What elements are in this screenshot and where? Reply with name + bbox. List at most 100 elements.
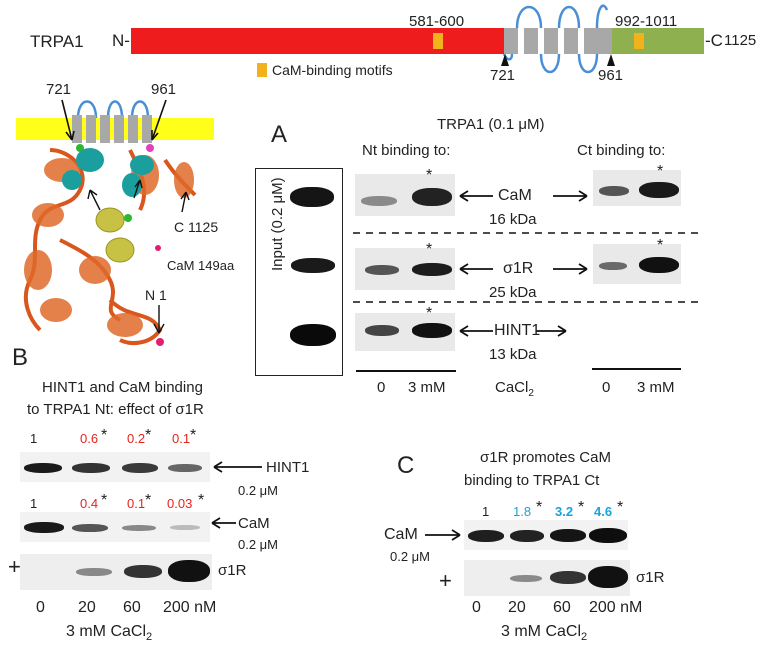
panel-a-title: TRPA1 (0.1 μM)	[437, 116, 545, 133]
b-hint1-label: HINT1	[266, 459, 310, 476]
structure-961-label: 961	[151, 81, 177, 98]
input-band-s1r	[291, 258, 335, 273]
b-cam-star-1: *	[101, 492, 108, 509]
c-terminus-label: -C	[705, 31, 723, 50]
c-val-3: 4.6	[594, 504, 613, 519]
b-hint1-val-2: 0.2	[127, 431, 146, 446]
c-length-label: 1125	[724, 32, 757, 49]
b-lane-2: 60	[123, 599, 141, 616]
input-band-cam	[290, 187, 334, 207]
panel-c-letter: C	[397, 452, 415, 479]
c-lane-2: 60	[553, 599, 571, 616]
n-terminus-label: N-	[112, 31, 130, 50]
star-nt-cam: *	[426, 167, 433, 184]
b-cam-blot	[20, 512, 210, 542]
nt-heading: Nt binding to:	[362, 142, 451, 159]
c-val-0: 1	[482, 504, 490, 519]
motif1-label: 581-600	[409, 13, 465, 30]
b-hint1-conc: 0.2 μM	[238, 483, 279, 498]
ct-domain-bar	[612, 28, 704, 54]
b-lane-1: 20	[78, 599, 96, 616]
b-cam-val-3: 0.03	[167, 496, 193, 511]
c-val-1: 1.8	[513, 504, 532, 519]
c-s1r-blot	[464, 560, 630, 596]
c-val-2: 3.2	[555, 504, 574, 519]
b-hint1-val-3: 0.1	[172, 431, 191, 446]
star-nt-hint1: *	[426, 305, 433, 322]
motif2-label: 992-1011	[615, 13, 678, 30]
b-cam-star-3: *	[198, 492, 205, 509]
cam-motif-nt	[433, 33, 443, 49]
input-box	[255, 168, 343, 376]
structure-721-label: 721	[46, 81, 72, 98]
c-lane-3: 200 nM	[589, 599, 643, 616]
a-cacl-label: CaCl2	[495, 379, 534, 399]
legend-swatch	[257, 63, 267, 77]
b-lane-3: 200 nM	[163, 599, 217, 616]
panel-b-title-2: to TRPA1 Nt: effect of σ1R	[27, 401, 204, 418]
c-cam-conc: 0.2 μM	[390, 549, 431, 564]
b-cam-val-2: 0.1	[127, 496, 146, 511]
tm-end-label: 961	[598, 67, 624, 84]
panel-b-letter: B	[12, 344, 29, 371]
b-footer: 3 mM CaCl2	[66, 623, 153, 644]
row-cam-name: CaM	[498, 187, 532, 204]
ct-s1r-blot	[593, 244, 681, 284]
b-cam-label: CaM	[238, 515, 270, 532]
c-star-1: *	[536, 499, 543, 516]
panel-b-title-1: HINT1 and CaM binding	[42, 379, 203, 396]
input-band-hint1	[290, 324, 336, 346]
a-lane-0: 0	[377, 379, 386, 396]
star-nt-s1r: *	[426, 241, 433, 258]
ct-heading: Ct binding to:	[577, 142, 666, 159]
c-cam-blot	[464, 520, 628, 550]
panel-c-title-2: binding to TRPA1 Ct	[464, 472, 600, 489]
b-cam-val-0: 1	[30, 496, 38, 511]
c-plus-sign: +	[439, 568, 452, 593]
b-lane-0: 0	[36, 599, 45, 616]
ct-cam-blot	[593, 170, 681, 206]
b-hint1-blot	[20, 452, 210, 482]
a-lane-3mm: 3 mM	[408, 379, 446, 396]
row-s1r-kda: 25 kDa	[489, 284, 537, 301]
b-plus-sign: +	[8, 554, 21, 579]
row-hint1-name: HINT1	[494, 322, 541, 339]
legend-label: CaM-binding motifs	[272, 62, 393, 78]
row-s1r-name: σ1R	[503, 260, 534, 277]
c-cam-label: CaM	[384, 526, 418, 543]
b-cam-star-2: *	[145, 492, 152, 509]
star-ct-s1r: *	[657, 237, 664, 254]
star-ct-cam: *	[657, 163, 664, 180]
nt-hint1-blot	[355, 313, 455, 351]
b-hint1-val-1: 0.6	[80, 431, 99, 446]
b-hint1-star-3: *	[190, 427, 197, 444]
tm-start-label: 721	[490, 67, 516, 84]
structure-cam-label: CaM 149aa	[167, 258, 235, 273]
cam-motif-ct	[634, 33, 644, 49]
a-ct-lane-0: 0	[602, 379, 611, 396]
panel-a-letter: A	[271, 121, 288, 148]
structure-c-label: C 1125	[174, 219, 219, 235]
b-s1r-blot	[20, 554, 212, 590]
b-hint1-star-1: *	[101, 427, 108, 444]
row-hint1-kda: 13 kDa	[489, 346, 537, 363]
c-footer: 3 mM CaCl2	[501, 623, 588, 644]
nt-cam-blot	[355, 174, 455, 216]
b-cam-val-1: 0.4	[80, 496, 99, 511]
b-hint1-star-2: *	[145, 427, 152, 444]
c-s1r-label: σ1R	[636, 569, 665, 586]
b-cam-conc: 0.2 μM	[238, 537, 279, 552]
c-star-2: *	[578, 499, 585, 516]
c-lane-1: 20	[508, 599, 526, 616]
b-s1r-label: σ1R	[218, 562, 247, 579]
a-ct-lane-3mm: 3 mM	[637, 379, 675, 396]
nt-s1r-blot	[355, 248, 455, 290]
c-lane-0: 0	[472, 599, 481, 616]
panel-c-title-1: σ1R promotes CaM	[480, 449, 611, 466]
protein-name: TRPA1	[30, 32, 84, 51]
